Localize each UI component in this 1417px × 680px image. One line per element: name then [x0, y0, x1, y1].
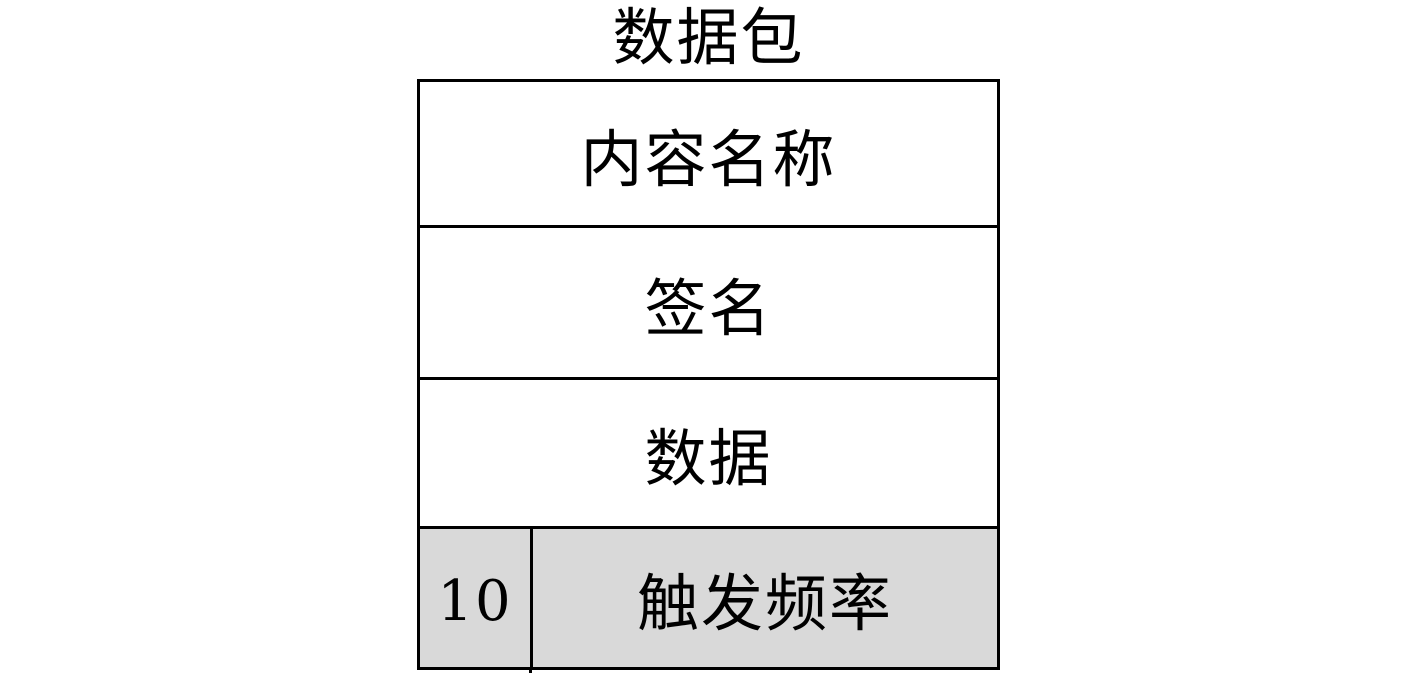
field-content-name: 内容名称	[420, 82, 997, 228]
field-trigger-frequency: 10 触发频率	[420, 529, 997, 667]
trigger-frequency-cell: 触发频率	[533, 529, 997, 667]
field-data: 数据	[420, 380, 997, 529]
field-signature-label: 签名	[644, 271, 773, 345]
trigger-counter-cell: 10	[420, 529, 533, 667]
packet-structure-box: 内容名称 签名 数据 10 触发频率	[417, 79, 1000, 670]
counter-divider-tail	[529, 667, 532, 673]
field-data-label: 数据	[644, 422, 773, 495]
field-signature: 签名	[420, 228, 997, 380]
trigger-counter-value: 10	[437, 568, 513, 634]
diagram-title: 数据包	[612, 1, 805, 74]
field-content-name-label: 内容名称	[580, 122, 837, 196]
trigger-frequency-label: 触发频率	[636, 567, 893, 640]
